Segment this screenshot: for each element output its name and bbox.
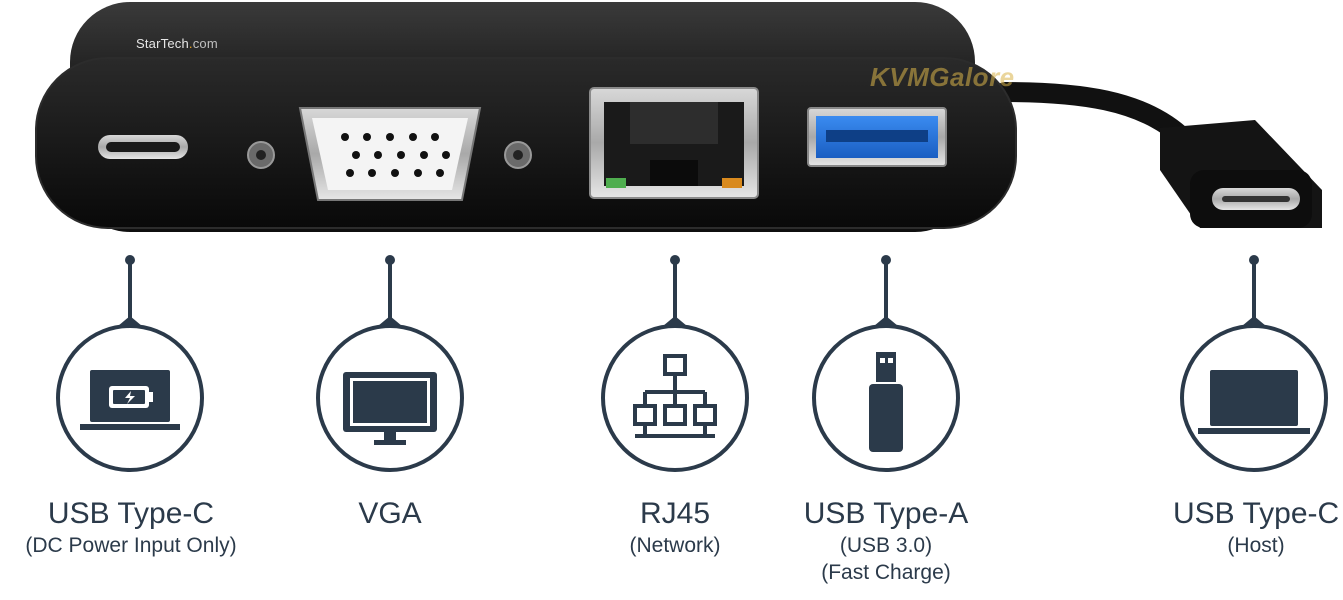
network-icon <box>633 354 717 438</box>
host-connector <box>1160 120 1322 228</box>
rj45-port <box>589 87 759 199</box>
usb-a-port <box>807 107 947 167</box>
usb-drive-icon <box>869 352 903 452</box>
watermark: KVMGalore <box>870 62 1015 92</box>
port-detail: (Network) <box>629 534 721 557</box>
port-detail-2: (Fast Charge) <box>821 561 951 584</box>
port-name: RJ45 <box>639 497 711 530</box>
port-name: USB Type-C <box>47 497 215 530</box>
laptop-icon <box>1198 370 1310 434</box>
usb-c-port <box>98 135 188 159</box>
icon-ring-rj45 <box>601 324 749 472</box>
monitor-icon <box>343 372 437 445</box>
vga-port <box>298 107 482 201</box>
brand-logo: StarTech.com <box>136 36 218 51</box>
link-led <box>606 178 626 188</box>
label-vga: VGA <box>320 496 460 532</box>
port-name: VGA <box>358 497 422 530</box>
device-face <box>35 57 1017 229</box>
port-name: USB Type-A <box>803 497 969 530</box>
icon-ring-vga <box>316 324 464 472</box>
port-detail: (USB 3.0) <box>839 534 933 557</box>
icon-ring-usb-c-power <box>56 324 204 472</box>
port-detail: (Host) <box>1227 534 1285 557</box>
port-name: USB Type-C <box>1173 497 1340 530</box>
activity-led <box>722 178 742 188</box>
label-usb-a: USB Type-A (USB 3.0) (Fast Charge) <box>786 496 986 586</box>
laptop-battery-icon <box>80 370 180 430</box>
label-rj45: RJ45 (Network) <box>585 496 765 559</box>
port-detail: (DC Power Input Only) <box>25 534 237 557</box>
label-usb-c-power: USB Type-C (DC Power Input Only) <box>0 496 262 559</box>
icon-ring-usb-a <box>812 324 960 472</box>
icon-ring-usb-c-host <box>1180 324 1328 472</box>
label-usb-c-host: USB Type-C (Host) <box>1173 496 1339 559</box>
